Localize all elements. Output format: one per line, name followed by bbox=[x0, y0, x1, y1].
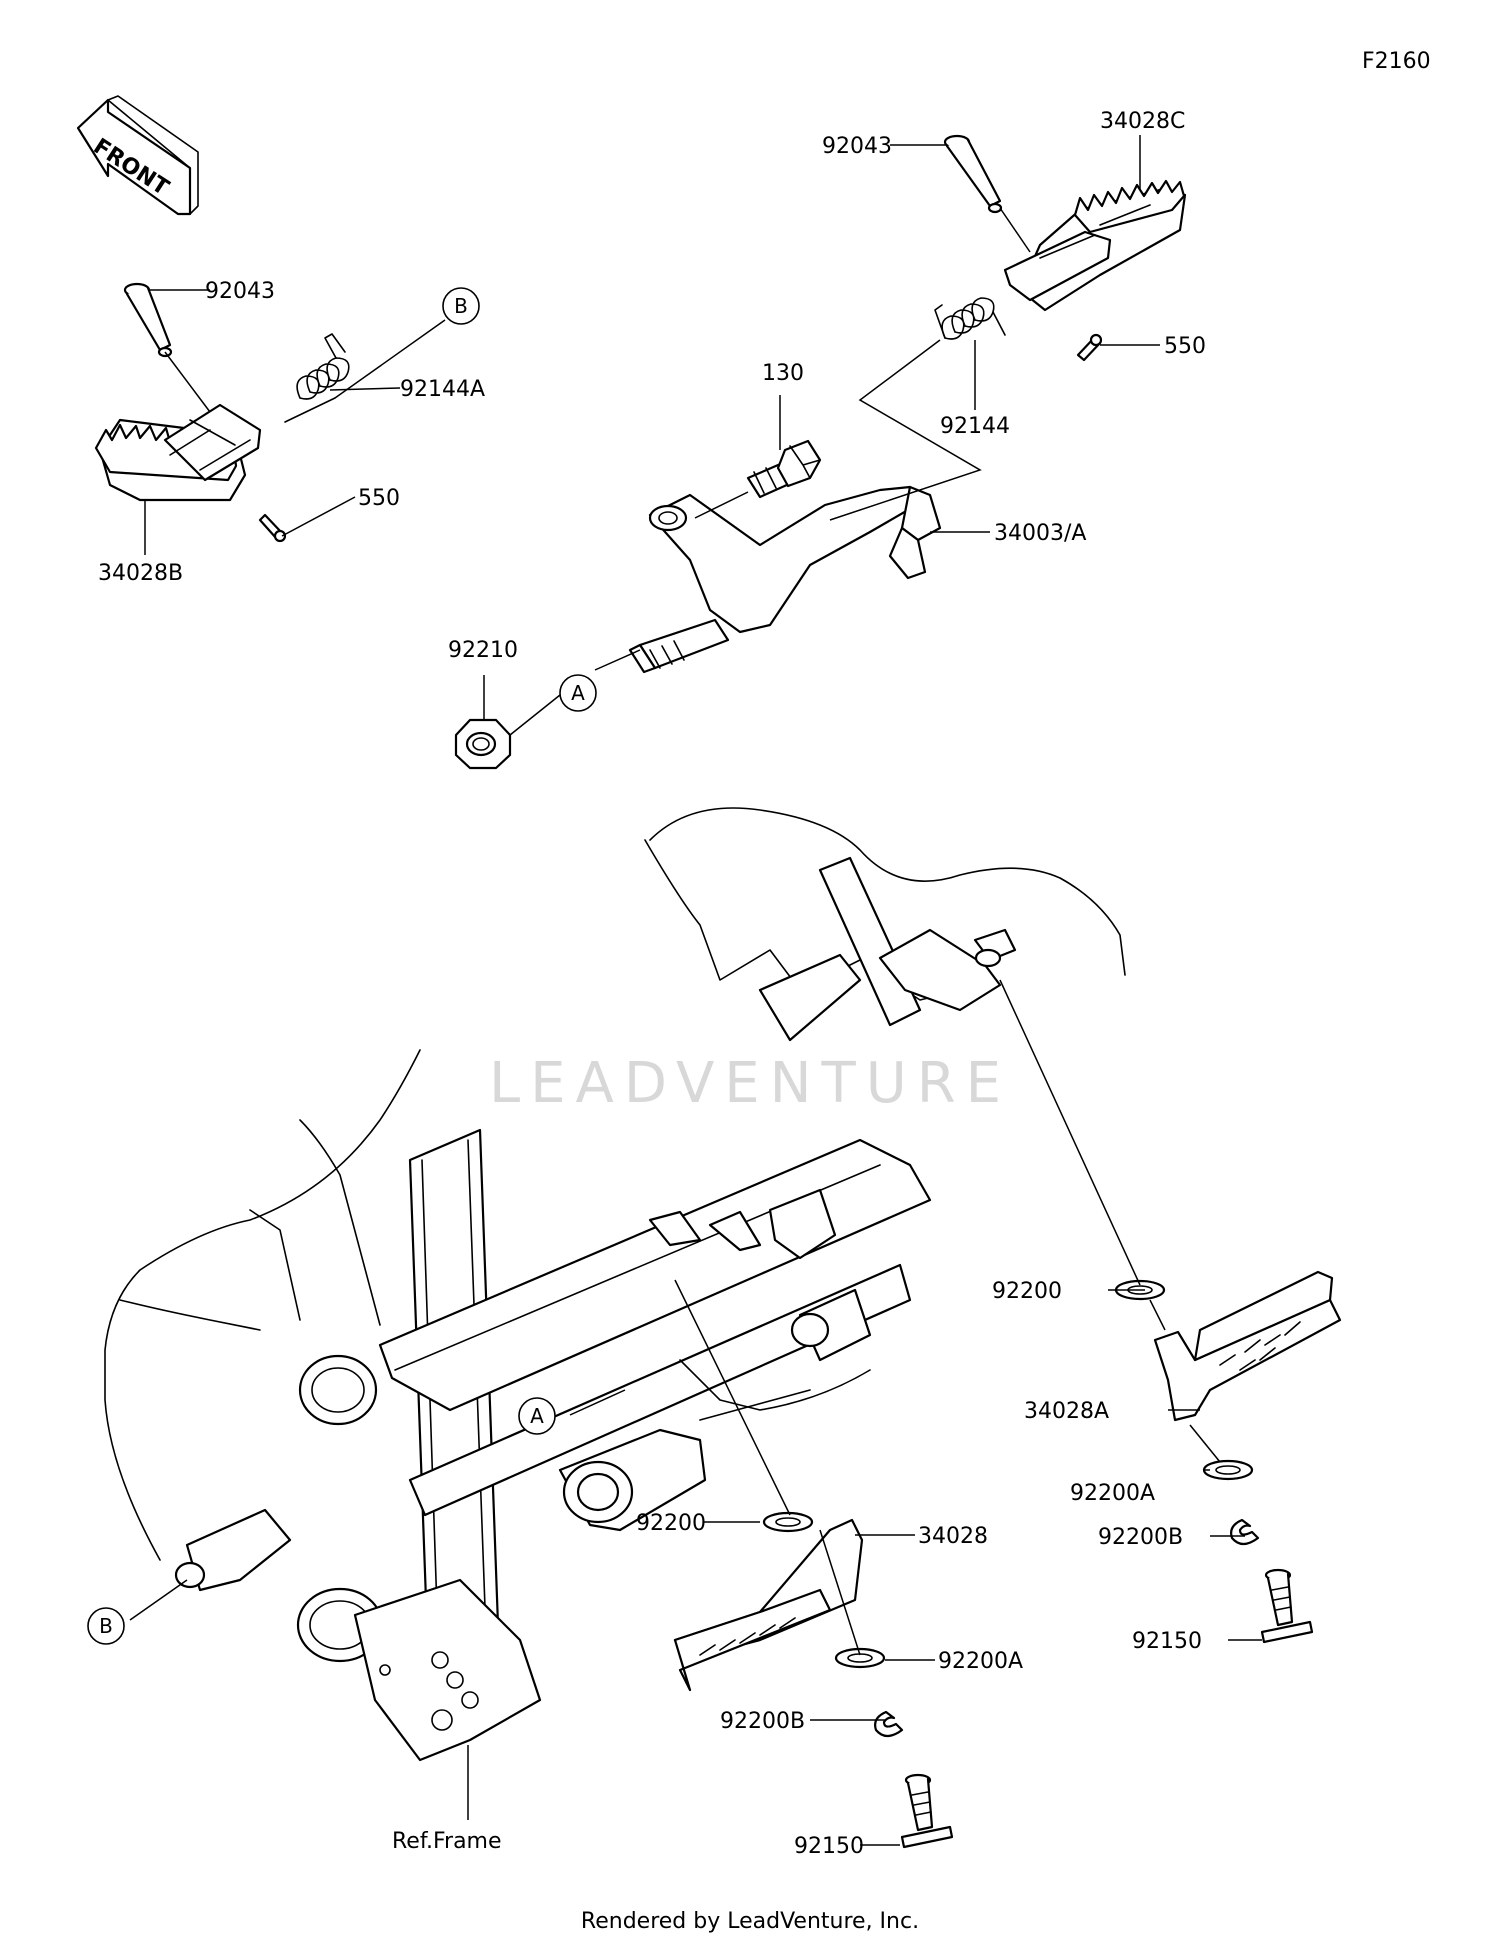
part-label-92200-mid: 92200 bbox=[636, 1511, 706, 1536]
part-label-130: 130 bbox=[762, 361, 804, 386]
part-label-92210: 92210 bbox=[448, 638, 518, 663]
callout-b-lower-label: B bbox=[99, 1614, 113, 1638]
part-label-92150-mid: 92150 bbox=[794, 1834, 864, 1859]
part-label-92200B-right: 92200B bbox=[1098, 1525, 1183, 1550]
footpeg-34028C-group bbox=[934, 134, 1187, 362]
bracket-34003A bbox=[628, 485, 942, 674]
callout-a-upper: A bbox=[559, 674, 597, 712]
footpeg-34028B bbox=[94, 403, 262, 502]
part-label-92144A: 92144A bbox=[400, 377, 485, 402]
footrest-34028A bbox=[1114, 1270, 1342, 1644]
pin-92043-right bbox=[943, 134, 1003, 214]
part-label-550-left: 550 bbox=[358, 486, 400, 511]
part-label-34028A: 34028A bbox=[1024, 1399, 1109, 1424]
footrest-34028 bbox=[673, 1511, 954, 1849]
cotter-pin-550-right bbox=[1076, 333, 1103, 362]
part-label-92200B-mid: 92200B bbox=[720, 1709, 805, 1734]
frame-ref bbox=[104, 807, 1126, 1762]
callout-b-upper-label: B bbox=[454, 294, 468, 318]
callout-a-lower: A bbox=[518, 1397, 556, 1435]
part-label-34028: 34028 bbox=[918, 1524, 988, 1549]
part-label-92144: 92144 bbox=[940, 414, 1010, 439]
watermark: LEADVENTURE bbox=[489, 1051, 1011, 1116]
cotter-pin-550-left bbox=[258, 513, 287, 543]
part-label-550-right: 550 bbox=[1164, 334, 1206, 359]
part-label-92200-right: 92200 bbox=[992, 1279, 1062, 1304]
diagram-code: F2160 bbox=[1362, 49, 1431, 74]
spring-92144 bbox=[934, 297, 1006, 340]
footer-credit: Rendered by LeadVenture, Inc. bbox=[581, 1909, 919, 1934]
pin-92150-mid bbox=[900, 1773, 954, 1849]
pin-92150-right bbox=[1260, 1568, 1314, 1644]
nut-92210 bbox=[454, 718, 512, 770]
callout-b-upper: B bbox=[442, 287, 480, 325]
callout-b-lower: B bbox=[87, 1607, 125, 1645]
spring-92144A bbox=[284, 333, 350, 423]
part-label-92043-right: 92043 bbox=[822, 134, 892, 159]
part-label-92200A-right: 92200A bbox=[1070, 1481, 1155, 1506]
footpeg-34028C bbox=[1003, 179, 1187, 312]
part-label-92043-left: 92043 bbox=[205, 279, 275, 304]
pin-92043-left bbox=[123, 282, 173, 358]
part-label-92150-right: 92150 bbox=[1132, 1629, 1202, 1654]
front-arrow-icon: FRONT bbox=[76, 95, 199, 216]
part-label-34028C: 34028C bbox=[1100, 109, 1185, 134]
part-label-92200A-mid: 92200A bbox=[938, 1649, 1023, 1674]
callout-a-upper-label: A bbox=[571, 681, 585, 705]
leader-lines bbox=[129, 135, 1262, 1846]
part-labels: 92043 92144A 550 34028B 92043 34028C 550… bbox=[98, 109, 1206, 1859]
footpeg-34028B-group bbox=[94, 282, 350, 543]
ref-frame-label: Ref.Frame bbox=[392, 1829, 502, 1854]
part-label-34028B: 34028B bbox=[98, 561, 183, 586]
part-label-34003A: 34003/A bbox=[994, 521, 1086, 546]
callout-a-lower-label: A bbox=[530, 1404, 544, 1428]
bolt-130 bbox=[694, 439, 822, 519]
